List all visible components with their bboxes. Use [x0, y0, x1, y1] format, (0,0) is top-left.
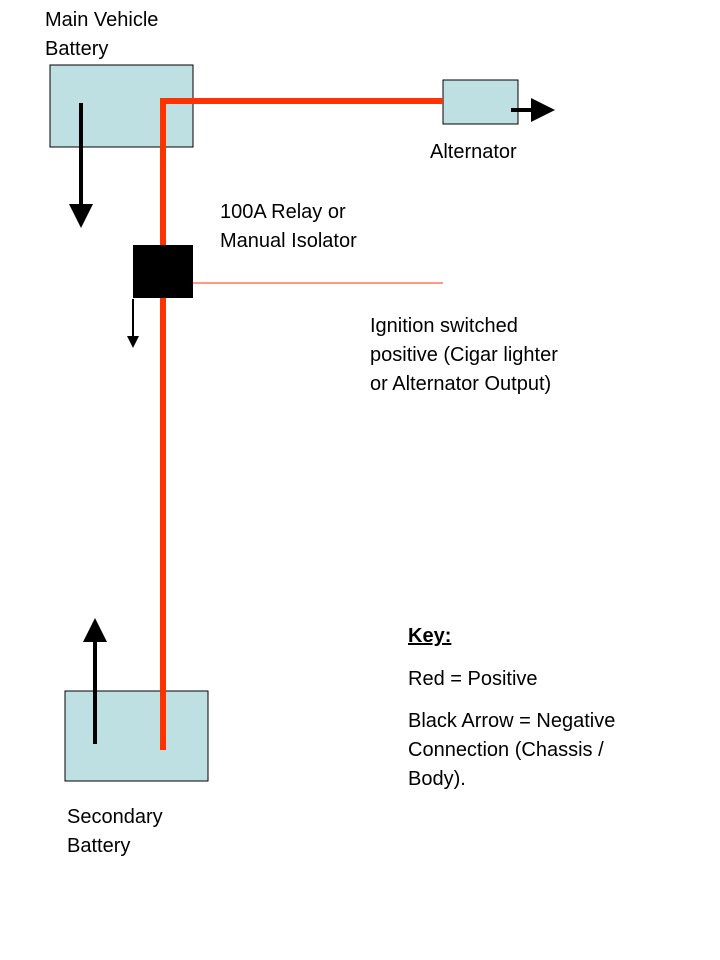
key-red-entry: Red = Positive	[408, 668, 538, 690]
key-black-entry: Black Arrow = Negative Connection (Chass…	[408, 710, 616, 790]
main-battery-label: Main Vehicle Battery	[45, 9, 159, 60]
positive-wire	[160, 98, 443, 750]
relay-box	[133, 245, 193, 298]
alternator-label: Alternator	[430, 141, 517, 163]
key-title: Key:	[408, 625, 452, 647]
secondary-battery-box	[64, 690, 209, 782]
ignition-label: Ignition switched positive (Cigar lighte…	[370, 315, 558, 395]
relay-label: 100A Relay or Manual Isolator	[220, 201, 357, 252]
main-battery-box	[49, 64, 194, 148]
alternator-box	[442, 79, 519, 125]
secondary-battery-label: Secondary Battery	[67, 806, 163, 857]
